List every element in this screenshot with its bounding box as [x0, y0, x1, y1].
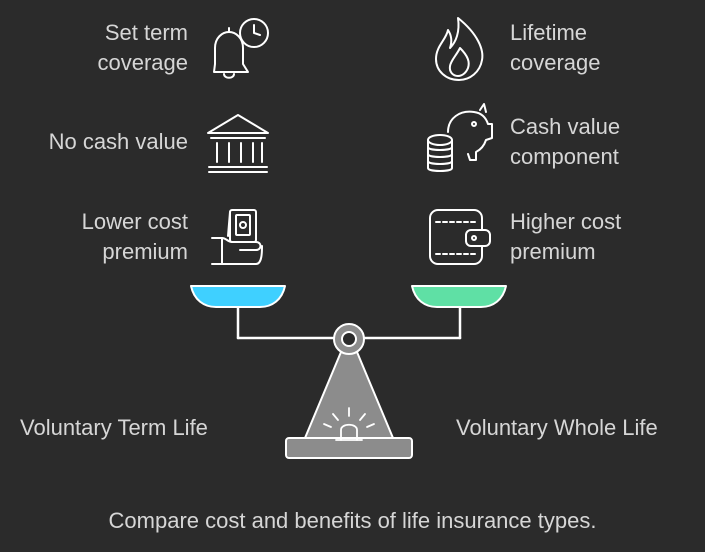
bank-building-icon [207, 114, 269, 173]
flame-icon [435, 17, 484, 81]
piggy-bank-coins-icon [427, 103, 493, 172]
left-pan [190, 285, 286, 308]
right-pan [411, 285, 507, 308]
wallet-icon [429, 209, 491, 265]
right-title: Voluntary Whole Life [456, 415, 658, 440]
label-line: Set term [104, 20, 188, 45]
label-line: coverage [510, 50, 601, 75]
scale-beam [236, 304, 462, 340]
label-line: Cash value [510, 114, 621, 139]
hand-holding-money-icon [211, 209, 263, 265]
label-line: premium [510, 239, 596, 264]
label-line: No cash value [48, 129, 188, 154]
left-label-no-cash-value: No cash value [49, 127, 188, 157]
right-label-cash-value-component: Cash value component [510, 112, 620, 172]
label-line: Higher cost [510, 209, 622, 234]
left-label-set-term-coverage: Set term coverage [97, 18, 188, 78]
label-line: component [510, 144, 619, 169]
alarm-bell-clock-icon [213, 18, 269, 79]
label-line: Lifetime [510, 20, 588, 45]
label-line: coverage [97, 50, 188, 75]
label-line: premium [102, 239, 188, 264]
pivot-hole [341, 331, 357, 347]
scale-base [285, 437, 413, 459]
light-emblem-icon [323, 407, 375, 441]
left-title: Voluntary Term Life [20, 415, 208, 440]
caption: Compare cost and benefits of life insura… [108, 508, 597, 533]
right-label-higher-cost-premium: Higher cost premium [510, 207, 621, 267]
left-label-lower-cost-premium: Lower cost premium [82, 207, 188, 267]
right-label-lifetime-coverage: Lifetime coverage [510, 18, 601, 78]
label-line: Lower cost [81, 209, 188, 234]
